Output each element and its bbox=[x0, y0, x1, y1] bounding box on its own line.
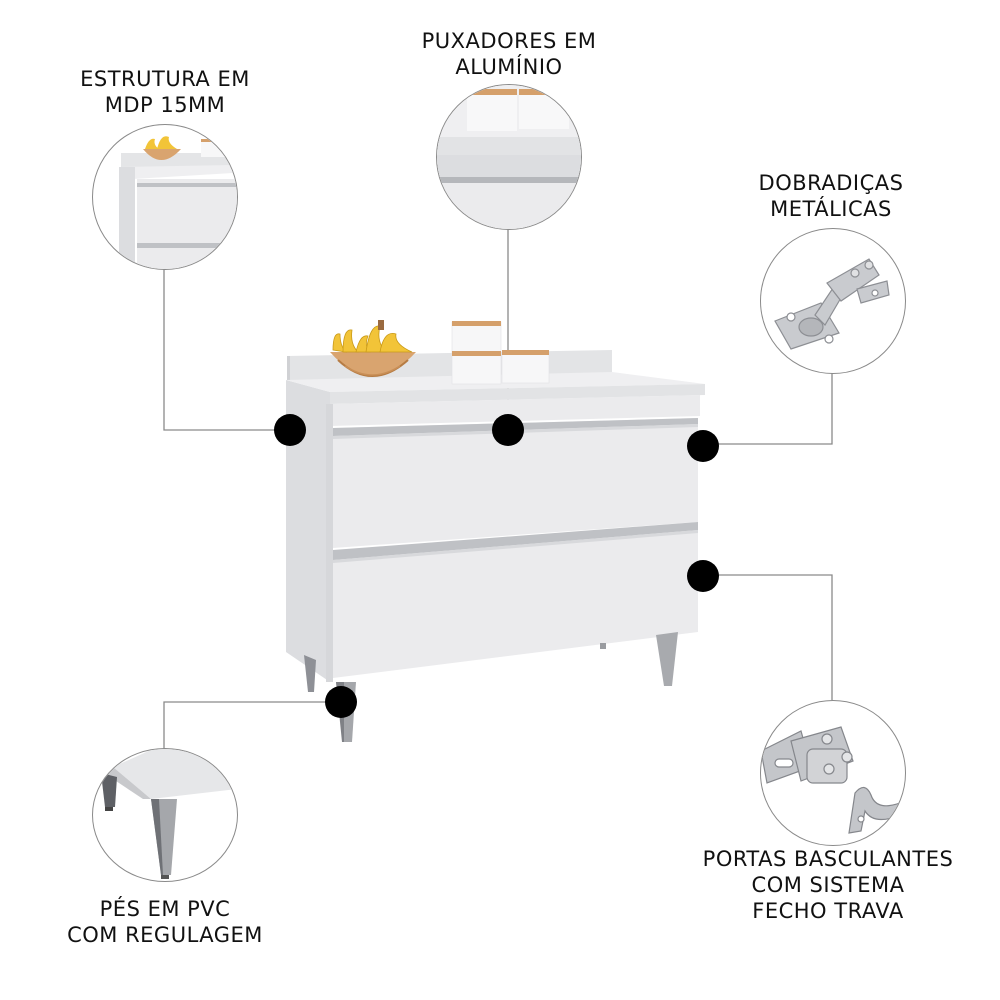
leg-front-right bbox=[656, 632, 678, 686]
connector-estrutura bbox=[163, 268, 290, 431]
banana-bowl bbox=[330, 320, 416, 377]
pvc-leg-closeup-image bbox=[101, 749, 237, 879]
detail-circle-dobradicas bbox=[760, 228, 906, 374]
drawer-top bbox=[333, 418, 698, 548]
label-portas-line-1: PORTAS BASCULANTES bbox=[702, 847, 954, 871]
aluminum-handle-closeup-image bbox=[437, 85, 581, 229]
connector-portas bbox=[705, 574, 833, 700]
roller-catch-latch-image bbox=[761, 726, 905, 834]
detail-circle-pes bbox=[92, 748, 238, 882]
label-dobradicas: DOBRADIÇAS METÁLICAS bbox=[728, 170, 934, 222]
label-puxadores-line-1: PUXADORES EM bbox=[421, 29, 597, 53]
marker-pes[interactable] bbox=[325, 686, 357, 718]
label-puxadores: PUXADORES EM ALUMÍNIO bbox=[396, 28, 622, 80]
drawer-bottom bbox=[333, 524, 698, 678]
ceramic-jars bbox=[451, 321, 550, 385]
detail-circle-puxadores bbox=[436, 84, 582, 230]
marker-estrutura[interactable] bbox=[274, 414, 306, 446]
leg-back-left bbox=[304, 655, 316, 692]
cabinet-corner-closeup-image bbox=[119, 136, 237, 269]
connector-dobradicas bbox=[705, 370, 833, 445]
detail-circle-portas bbox=[760, 700, 906, 846]
label-portas: PORTAS BASCULANTES COM SISTEMA FECHO TRA… bbox=[690, 846, 966, 924]
label-estrutura-line-2: MDP 15MM bbox=[104, 93, 226, 117]
label-pes: PÉS EM PVC COM REGULAGEM bbox=[50, 896, 280, 948]
marker-dobradicas[interactable] bbox=[687, 430, 719, 462]
label-dobradicas-line-1: DOBRADIÇAS bbox=[758, 171, 904, 195]
label-estrutura-line-1: ESTRUTURA EM bbox=[80, 67, 250, 91]
label-portas-line-3: FECHO TRAVA bbox=[752, 899, 904, 923]
label-estrutura: ESTRUTURA EM MDP 15MM bbox=[62, 66, 268, 118]
metal-hinge-image bbox=[774, 258, 890, 350]
cabinet-side-panel bbox=[286, 380, 330, 682]
cabinet bbox=[286, 350, 705, 742]
label-portas-line-2: COM SISTEMA bbox=[751, 873, 905, 897]
label-pes-line-2: COM REGULAGEM bbox=[67, 923, 263, 947]
label-dobradicas-line-2: METÁLICAS bbox=[770, 197, 892, 221]
label-pes-line-1: PÉS EM PVC bbox=[99, 897, 231, 921]
marker-portas[interactable] bbox=[687, 560, 719, 592]
label-puxadores-line-2: ALUMÍNIO bbox=[455, 55, 563, 79]
detail-circle-estrutura bbox=[92, 124, 238, 270]
marker-puxadores[interactable] bbox=[492, 414, 524, 446]
handle-bottom bbox=[333, 522, 698, 560]
